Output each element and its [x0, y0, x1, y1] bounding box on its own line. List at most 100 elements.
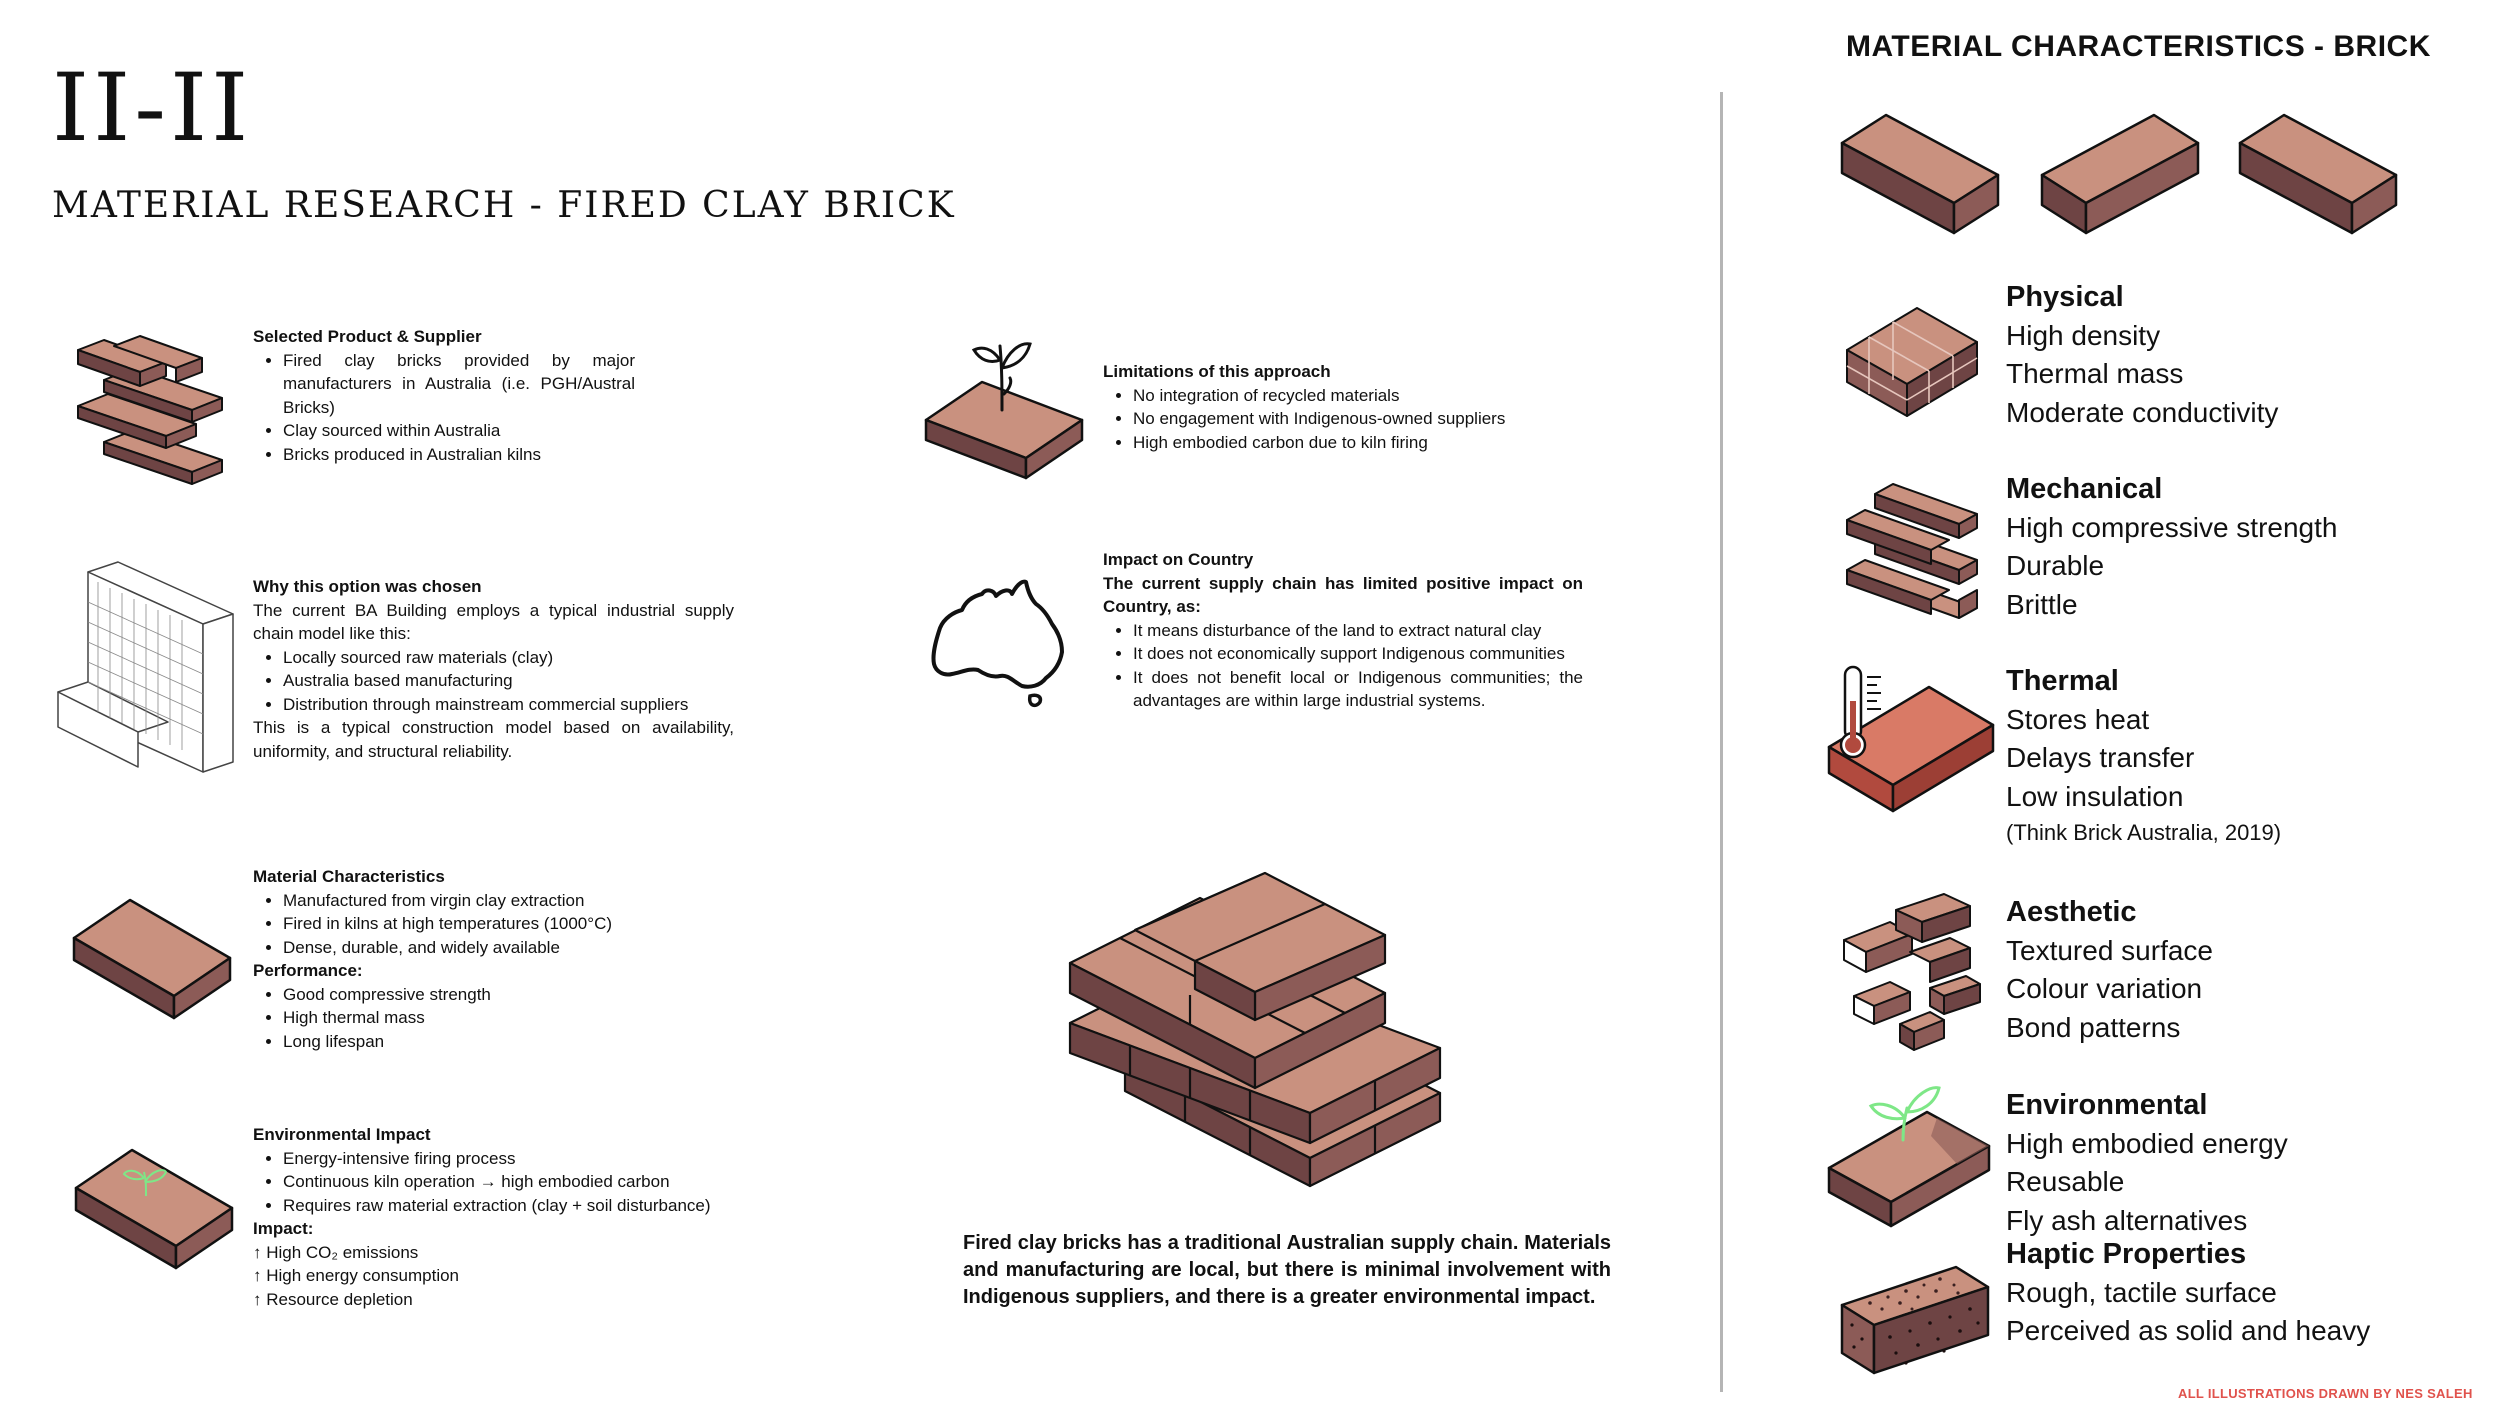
list-item: No engagement with Indigenous-owned supp… — [1133, 407, 1563, 431]
textured-brick-icon — [1840, 1265, 1990, 1375]
list-item: Australia based manufacturing — [283, 669, 734, 693]
characteristic-line: High compressive strength — [2006, 511, 2338, 543]
characteristic-line: Durable — [2006, 550, 2105, 581]
why-chosen-block: Why this option was chosen The current B… — [253, 575, 734, 763]
ba-building-icon — [57, 561, 234, 773]
characteristic-heading: Environmental — [2006, 1089, 2208, 1121]
characteristic-environmental: Environmental High embodied energy Reusa… — [2006, 1086, 2288, 1240]
environmental-impact-list: Energy-intensive firing process Continuo… — [253, 1147, 733, 1218]
list-item: Distribution through mainstream commerci… — [283, 693, 734, 717]
characteristic-line: Fly ash alternatives — [2006, 1204, 2248, 1236]
panel-title: MATERIAL CHARACTERISTICS - BRICK — [1846, 30, 2431, 63]
characteristic-line: Textured surface — [2006, 934, 2213, 966]
characteristic-line: Bond patterns — [2006, 1011, 2181, 1043]
characteristic-line: Colour variation — [2006, 973, 2203, 1004]
characteristic-line: Delays transfer — [2006, 742, 2195, 773]
characteristic-heading: Physical — [2006, 281, 2124, 313]
characteristic-mechanical: Mechanical High compressive strength Dur… — [2006, 470, 2337, 624]
characteristic-physical: Physical High density Thermal mass Moder… — [2006, 278, 2278, 432]
list-item: Requires raw material extraction (clay +… — [283, 1194, 733, 1218]
list-item: Fired clay bricks provided by major manu… — [283, 349, 635, 420]
list-item: Dense, durable, and widely available — [283, 936, 673, 960]
environmental-impact-heading: Environmental Impact — [253, 1125, 431, 1144]
impact-heading: Impact: — [253, 1219, 314, 1238]
limitations-heading: Limitations of this approach — [1103, 362, 1331, 381]
list-item: Continuous kiln operation → high embodie… — [283, 1170, 733, 1194]
impact-line: ↑ Resource depletion — [253, 1289, 413, 1309]
list-item: No integration of recycled materials — [1133, 384, 1563, 408]
summary-text: Fired clay bricks has a traditional Aust… — [963, 1232, 1611, 1308]
brick-plant-icon — [924, 342, 1084, 480]
brick-stack-illustration — [1068, 871, 1442, 1188]
why-chosen-list: Locally sourced raw materials (clay) Aus… — [253, 646, 734, 717]
characteristic-line: Moderate conductivity — [2006, 396, 2279, 428]
list-item: It means disturbance of the land to extr… — [1133, 619, 1583, 643]
broken-brick-pile-icon — [1843, 893, 1981, 1051]
australia-map-icon — [931, 579, 1064, 708]
impact-on-country-heading: Impact on Country — [1103, 550, 1254, 569]
column-divider — [1720, 92, 1723, 1392]
characteristic-thermal: Thermal Stores heat Delays transfer Low … — [2006, 662, 2281, 850]
single-brick-icon — [72, 898, 232, 1020]
material-characteristics-block: Material Characteristics Manufactured fr… — [253, 865, 673, 1053]
characteristic-line: Stores heat — [2006, 703, 2150, 735]
list-item: Manufactured from virgin clay extraction — [283, 889, 673, 913]
characteristic-heading: Thermal — [2006, 665, 2119, 697]
performance-heading: Performance: — [253, 961, 363, 980]
characteristic-line: High embodied energy — [2006, 1127, 2288, 1159]
list-item: It does not economically support Indigen… — [1133, 642, 1583, 666]
page-number: II-II — [52, 54, 253, 163]
material-characteristics-list: Manufactured from virgin clay extraction… — [253, 889, 673, 960]
characteristic-haptic: Haptic Properties Rough, tactile surface… — [2006, 1235, 2370, 1351]
limitations-block: Limitations of this approach No integrat… — [1103, 360, 1563, 454]
brick-sprout-icon — [74, 1148, 234, 1270]
header-brick-icon — [1840, 113, 2000, 235]
list-item: Fired in kilns at high temperatures (100… — [283, 912, 673, 936]
characteristic-line: Rough, tactile surface — [2006, 1276, 2277, 1308]
characteristic-heading: Aesthetic — [2006, 896, 2137, 928]
selected-product-block: Selected Product & Supplier Fired clay b… — [253, 325, 635, 466]
characteristic-line: Reusable — [2006, 1166, 2125, 1197]
list-item: Locally sourced raw materials (clay) — [283, 646, 734, 670]
list-item: Energy-intensive firing process — [283, 1147, 733, 1171]
brick-wall-corner-icon — [1846, 483, 1978, 619]
why-chosen-outro: This is a typical construction model bas… — [253, 718, 734, 761]
characteristic-line: Brittle — [2006, 588, 2078, 620]
performance-list: Good compressive strength High thermal m… — [253, 983, 673, 1054]
page-subtitle: MATERIAL RESEARCH - FIRED CLAY BRICK — [52, 185, 956, 226]
impact-line: ↑ High energy consumption — [253, 1266, 460, 1285]
characteristic-heading: Haptic Properties — [2006, 1238, 2247, 1270]
characteristic-line: High density — [2006, 319, 2161, 351]
impact-on-country-block: Impact on Country The current supply cha… — [1103, 548, 1583, 713]
header-brick-icon — [2238, 113, 2398, 235]
list-item: Bricks produced in Australian kilns — [283, 443, 635, 467]
impact-line: ↑ High CO₂ emissions — [253, 1242, 419, 1262]
environmental-impact-block: Environmental Impact Energy-intensive fi… — [253, 1123, 733, 1311]
header-brick-icon — [2040, 113, 2200, 235]
brick-leaf-icon — [1827, 1086, 1991, 1228]
impact-on-country-subheading: The current supply chain has limited pos… — [1103, 573, 1583, 617]
illustration-credit: ALL ILLUSTRATIONS DRAWN BY NES SALEH — [2178, 1386, 2473, 1401]
thermometer-brick-icon — [1827, 665, 1995, 813]
source-citation: (Think Brick Australia, 2019) — [2006, 820, 2282, 845]
list-item: High embodied carbon due to kiln firing — [1133, 431, 1563, 455]
impact-on-country-list: It means disturbance of the land to extr… — [1103, 619, 1583, 713]
characteristic-aesthetic: Aesthetic Textured surface Colour variat… — [2006, 893, 2213, 1047]
list-item: Clay sourced within Australia — [283, 419, 635, 443]
limitations-list: No integration of recycled materials No … — [1103, 384, 1563, 455]
stacked-bricks-icon — [77, 335, 223, 485]
why-chosen-heading: Why this option was chosen — [253, 577, 482, 596]
characteristic-line: Low insulation — [2006, 780, 2184, 812]
selected-product-list: Fired clay bricks provided by major manu… — [253, 349, 635, 467]
characteristic-line: Perceived as solid and heavy — [2006, 1315, 2371, 1346]
list-item: High thermal mass — [283, 1006, 673, 1030]
list-item: Good compressive strength — [283, 983, 673, 1007]
characteristic-line: Thermal mass — [2006, 358, 2184, 389]
strapped-brick-pack-icon — [1846, 307, 1978, 417]
material-characteristics-heading: Material Characteristics — [253, 867, 445, 886]
list-item: Long lifespan — [283, 1030, 673, 1054]
list-item: It does not benefit local or Indigenous … — [1133, 666, 1583, 713]
selected-product-heading: Selected Product & Supplier — [253, 327, 482, 346]
why-chosen-intro: The current BA Building employs a typica… — [253, 600, 734, 644]
characteristic-heading: Mechanical — [2006, 473, 2163, 505]
